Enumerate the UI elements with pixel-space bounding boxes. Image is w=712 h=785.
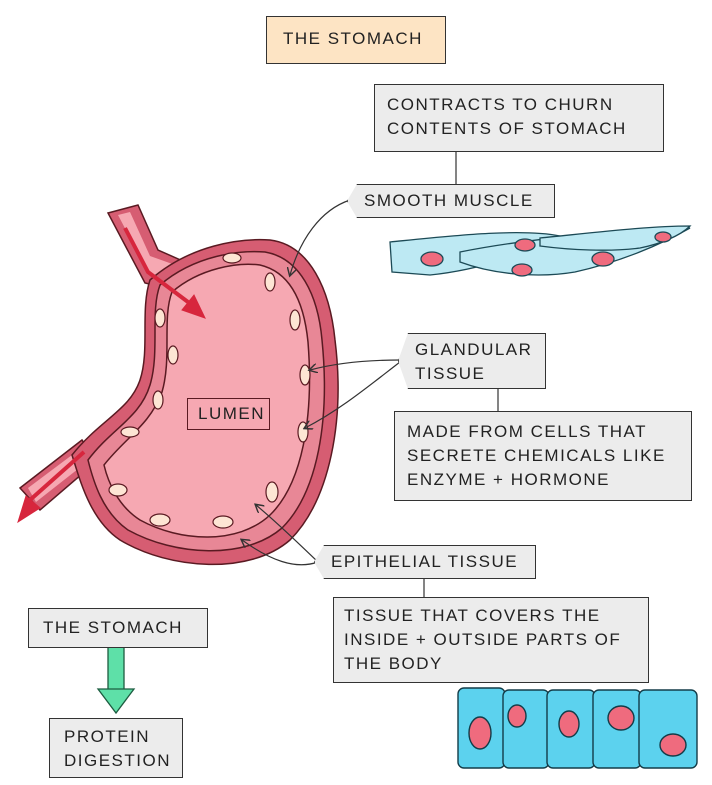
gland-cell (299, 364, 311, 386)
gland-cell (265, 481, 279, 503)
epithelial-tissue-description: TISSUE THAT COVERS THE INSIDE + OUTSIDE … (333, 597, 649, 683)
stomach-icon (18, 204, 339, 566)
glandular-tissue-description: MADE FROM CELLS THAT SECRETE CHEMICALS L… (394, 411, 692, 501)
exit-arrow-head (17, 495, 41, 524)
exit-arrow (28, 450, 86, 502)
gland-cell (212, 515, 234, 529)
gland-cell (120, 426, 140, 438)
flow-function-box: PROTEIN DIGESTION (49, 718, 183, 778)
epithelial-tissue-label: EPITHELIAL TISSUE (314, 545, 536, 579)
gland-cell (167, 345, 179, 365)
smooth-muscle-cells-icon (389, 225, 692, 277)
epithelial-nucleus (558, 710, 580, 738)
process-arrow (96, 646, 136, 715)
muscle-nucleus (654, 231, 672, 243)
flow-organ-box: THE STOMACH (28, 608, 208, 648)
gland-pointer-2 (305, 361, 401, 428)
epithelial-nucleus (468, 716, 492, 750)
epi-pointer-2 (242, 540, 319, 566)
entry-arrow-head (181, 294, 206, 319)
gland-cell (152, 390, 164, 410)
food-flow-arrows (17, 227, 206, 524)
gland-cell (264, 272, 276, 292)
gland-cell (222, 252, 242, 264)
gland-cell (289, 309, 301, 331)
gland-cell (154, 308, 166, 328)
epithelial-nucleus (507, 704, 527, 728)
epithelial-cell (502, 689, 550, 769)
gland-cell (149, 513, 171, 527)
gland-cell (297, 421, 309, 443)
muscle-nucleus (514, 238, 536, 252)
muscle-nucleus (591, 251, 615, 267)
epi-pointer-1 (256, 505, 319, 563)
gland-pointer-1 (310, 359, 401, 370)
smooth-muscle-label: SMOOTH MUSCLE (347, 184, 555, 218)
epithelial-cells-icon (457, 687, 698, 769)
muscle-nucleus (511, 263, 533, 277)
epithelial-cell (638, 689, 698, 769)
smooth-muscle-description: CONTRACTS TO CHURN CONTENTS OF STOMACH (374, 84, 664, 152)
gland-cell (108, 483, 128, 497)
muscle-cell (539, 225, 692, 251)
epithelial-nucleus (659, 733, 687, 757)
glandular-cells (108, 252, 311, 529)
glandular-tissue-label: GLANDULAR TISSUE (398, 333, 546, 389)
page-title: THE STOMACH (266, 16, 446, 64)
epithelial-nucleus (607, 705, 635, 731)
muscle-pointer (290, 199, 351, 275)
entry-arrow (123, 227, 190, 304)
lumen-label: LUMEN (187, 398, 270, 430)
muscle-nucleus (420, 251, 444, 267)
